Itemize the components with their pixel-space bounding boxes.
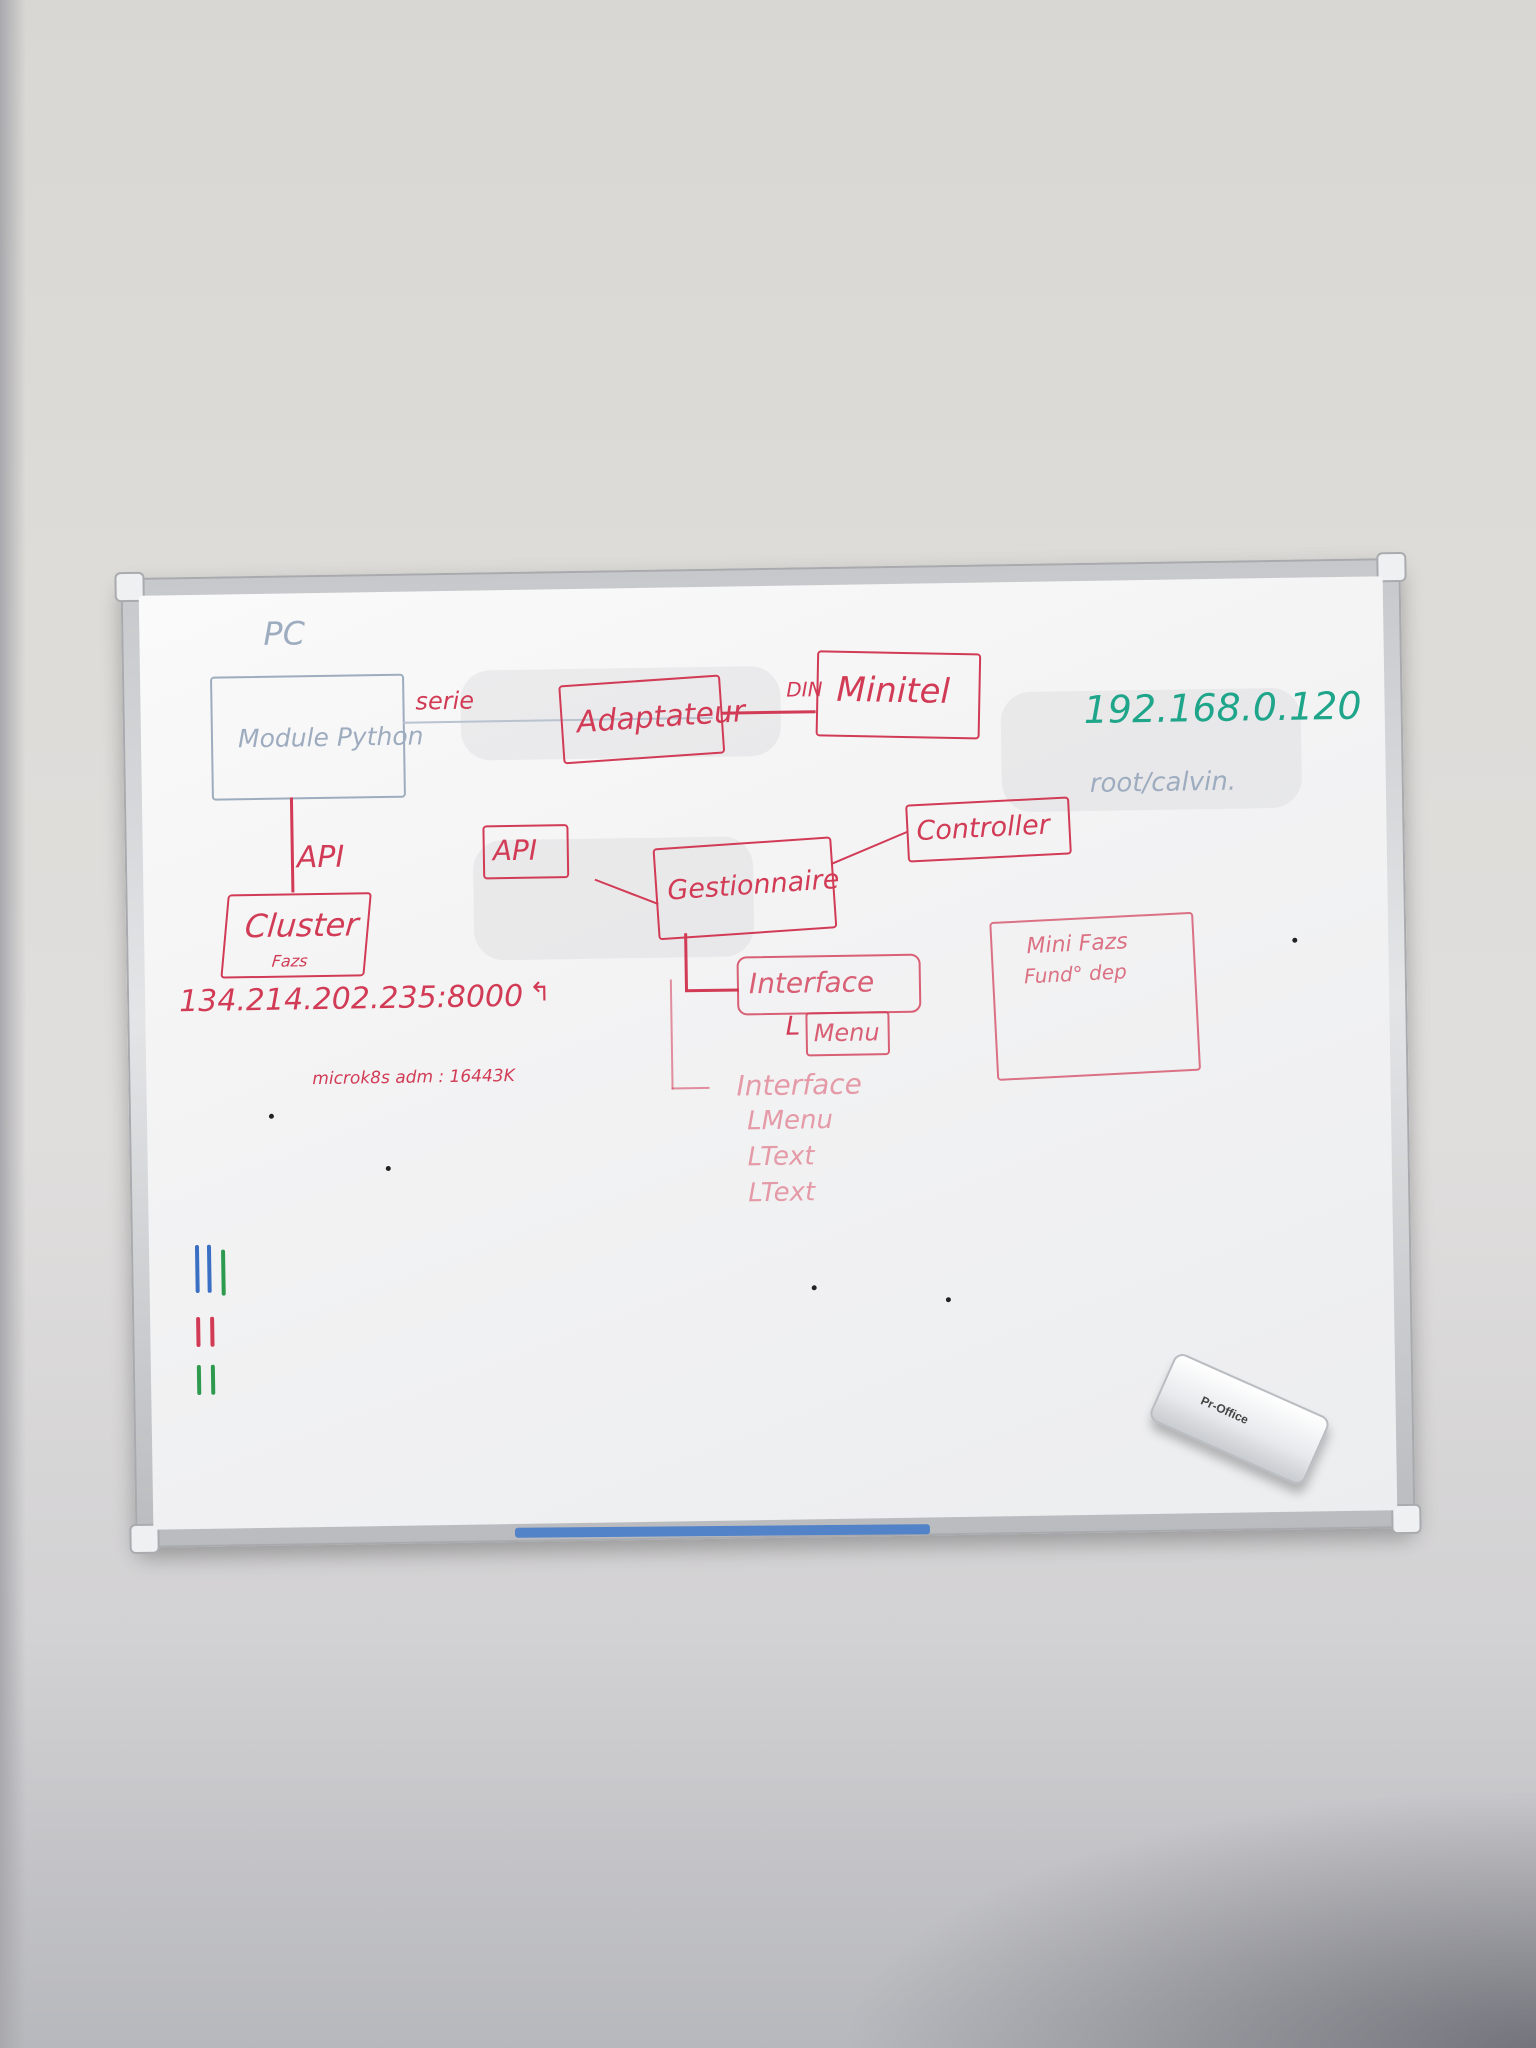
credentials: root/calvin. bbox=[1089, 766, 1237, 799]
tree-stem-faint bbox=[669, 979, 674, 1090]
api-label: API bbox=[296, 839, 345, 876]
cluster-sub-label: Fazs bbox=[270, 951, 309, 971]
tally-mark bbox=[206, 1244, 212, 1293]
module-python-label: Module Python bbox=[237, 721, 424, 754]
mini-fazs-line2: Fund° dep bbox=[1023, 959, 1128, 989]
ink-speck bbox=[1292, 937, 1298, 943]
cluster-label: Cluster bbox=[243, 905, 361, 946]
tally-mark bbox=[196, 1364, 202, 1396]
interface-box: Interface bbox=[736, 953, 922, 1016]
api-box-label: API bbox=[492, 833, 538, 868]
gestionnaire-box: Gestionnaire bbox=[652, 836, 840, 941]
mini-fazs-box: Mini Fazs Fund° dep bbox=[989, 911, 1202, 1081]
minitel-box: Minitel bbox=[815, 650, 982, 740]
list-item-label: Text bbox=[760, 1177, 816, 1209]
admin-note: microk8s adm : 16443K bbox=[312, 1065, 515, 1090]
pc-label: PC bbox=[263, 614, 306, 653]
eraser-brand: Pr-Office bbox=[1198, 1393, 1251, 1427]
ink-speck bbox=[385, 1165, 391, 1172]
ip-address: 192.168.0.120 bbox=[1083, 683, 1362, 732]
ink-speck bbox=[811, 1285, 817, 1291]
tally-mark bbox=[210, 1364, 216, 1395]
tree-branch-faint bbox=[671, 1086, 710, 1090]
serie-label: serie bbox=[415, 686, 475, 716]
adaptateur-box: Adaptateur bbox=[558, 674, 746, 765]
cluster-box: Cluster Fazs bbox=[220, 892, 372, 979]
minitel-label: Minitel bbox=[836, 669, 951, 712]
arrow-head: ↰ bbox=[528, 977, 552, 1008]
api-link bbox=[289, 797, 294, 893]
menu-bracket: L bbox=[785, 1011, 801, 1042]
tally-mark bbox=[196, 1316, 201, 1348]
cluster-endpoint: 134.214.202.235:8000 bbox=[178, 978, 524, 1020]
controller-label: Controller bbox=[915, 809, 1051, 848]
corner-shadow bbox=[836, 1788, 1536, 2048]
gestionnaire-controller-link bbox=[831, 831, 908, 865]
tree-branch bbox=[684, 988, 740, 992]
list-item-label: Text bbox=[760, 1141, 815, 1173]
ink-speck bbox=[268, 1113, 274, 1119]
module-python-box: Module Python bbox=[210, 673, 424, 801]
interface-list-title: Interface bbox=[736, 1067, 863, 1103]
list-item: LText bbox=[747, 1177, 816, 1209]
api-box: API bbox=[482, 824, 570, 880]
mini-fazs-line1: Mini Fazs bbox=[1025, 929, 1129, 960]
menu-box-label: Menu bbox=[813, 1018, 880, 1048]
tally-mark bbox=[210, 1316, 215, 1347]
interface-box-label: Interface bbox=[748, 965, 875, 1001]
controller-box: Controller bbox=[905, 796, 1072, 863]
menu-box: Menu bbox=[805, 1011, 891, 1057]
tally-mark bbox=[194, 1244, 200, 1294]
tally-mark bbox=[221, 1249, 226, 1296]
wall-shadow bbox=[0, 0, 26, 2048]
adaptateur-label: Adaptateur bbox=[575, 693, 747, 741]
gestionnaire-label: Gestionnaire bbox=[666, 863, 841, 907]
ink-speck bbox=[945, 1297, 951, 1303]
list-item-label: Menu bbox=[761, 1104, 834, 1137]
list-item: LText bbox=[747, 1141, 815, 1173]
list-item: LMenu bbox=[746, 1104, 834, 1137]
